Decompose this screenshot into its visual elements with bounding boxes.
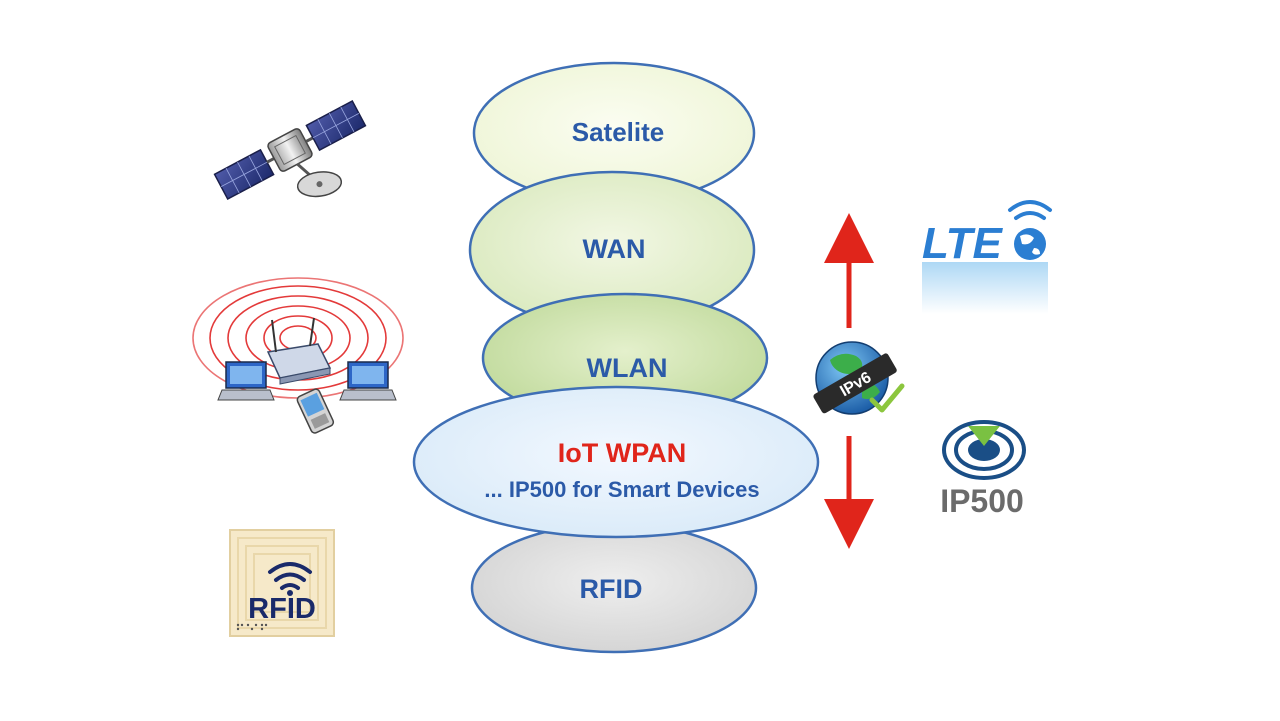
layer-iot-wpan-subtitle: ... IP500 for Smart Devices [484, 477, 759, 502]
rfid-tag-label: RFID [248, 593, 316, 625]
layer-rfid-label: RFID [580, 574, 643, 604]
layer-iot-wpan: IoT WPAN ... IP500 for Smart Devices [412, 385, 820, 539]
layer-satelite: Satelite [472, 61, 756, 205]
lte-logo: LTE [922, 200, 1052, 314]
rfid-tag-icon: RFID [229, 529, 335, 637]
layer-satelite-label: Satelite [572, 117, 665, 147]
satellite-icon [213, 100, 367, 200]
layer-wan: WAN [468, 170, 756, 330]
layer-rfid: RFID [470, 522, 758, 654]
layer-wan-label: WAN [583, 234, 646, 264]
wireless-router-network-icon [192, 277, 404, 434]
ipv6-globe-icon: IPv6 [813, 341, 905, 415]
lte-label: LTE [922, 219, 1003, 268]
ip500-label: IP500 [940, 483, 1024, 519]
rfid-braille-dots [236, 623, 268, 631]
layer-wlan-label: WLAN [587, 353, 668, 383]
layer-iot-wpan-title: IoT WPAN [558, 438, 686, 468]
ip500-logo: IP500 [940, 420, 1026, 519]
